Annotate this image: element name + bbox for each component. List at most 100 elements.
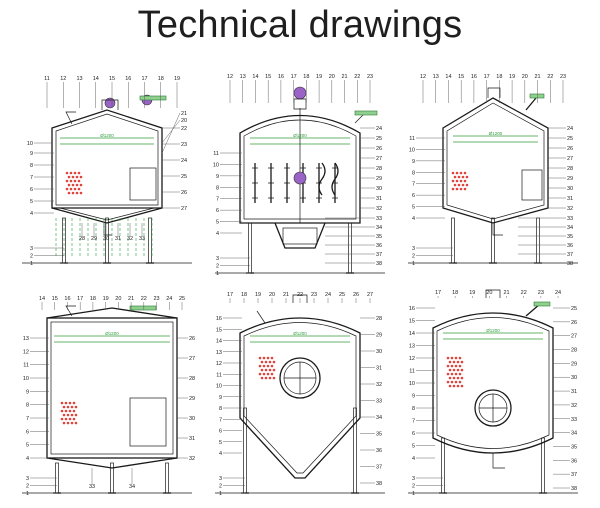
callout-number: 24 [325, 292, 331, 298]
callout-number: 18 [496, 74, 502, 80]
callout-number: 30 [567, 186, 573, 192]
inlet-pipe-fitting [533, 301, 551, 307]
callout-number: 24 [567, 126, 573, 132]
callout-number: 2 [412, 254, 415, 260]
inlet-pipe [525, 97, 537, 111]
callout-number: 36 [571, 458, 577, 464]
callout-number: 11 [213, 151, 219, 157]
callout-number: 15 [109, 76, 115, 82]
inner-wall [243, 119, 357, 220]
callout-number: 5 [216, 220, 219, 226]
callout-number: 37 [567, 252, 573, 258]
callout-number: 15 [52, 296, 58, 302]
callout-number: 20 [486, 290, 492, 296]
callout-number: 5 [219, 440, 222, 446]
callout-number: 17 [435, 290, 441, 296]
callout-number: 26 [353, 292, 359, 298]
callout-number: 3 [26, 476, 29, 482]
manway [279, 357, 321, 399]
callout-number: 9 [26, 389, 29, 395]
callout-number: 36 [567, 243, 573, 249]
callout-number: 29 [376, 176, 382, 182]
bottom-funnel [274, 222, 326, 249]
callout-number: 37 [376, 465, 382, 471]
callout-number: 3 [412, 476, 415, 482]
callout-number: 17 [484, 74, 490, 80]
callout-number: 11 [409, 369, 415, 375]
support-leg [165, 462, 169, 494]
tank-shell [239, 317, 361, 479]
callout-number: 7 [412, 182, 415, 188]
callout-number: 35 [376, 234, 382, 240]
tank-shell [442, 97, 549, 224]
callout-number: 10 [409, 381, 415, 387]
callout-number: 2 [30, 254, 33, 260]
callout-number: 25 [179, 296, 185, 302]
callout-number: 20 [181, 118, 187, 124]
callout-number: 21 [341, 74, 347, 80]
callout-number: 24 [181, 158, 187, 164]
heating-jacket-zone [258, 356, 277, 380]
callout-number: 19 [103, 296, 109, 302]
callout-number: 17 [141, 76, 147, 82]
callout-number: 23 [181, 142, 187, 148]
callout-number: 9 [412, 394, 415, 400]
gearbox [293, 98, 307, 110]
callout-number: 28 [567, 166, 573, 172]
callout-number: 28 [189, 376, 195, 382]
callout-number: 31 [567, 196, 573, 202]
inlet-pipe [129, 305, 157, 311]
callout-number: 33 [89, 484, 95, 490]
callout-number: 8 [216, 185, 219, 191]
callout-number: 17 [291, 74, 297, 80]
support-leg [541, 437, 545, 494]
callout-number: 12 [216, 361, 222, 367]
callout-number: 22 [547, 74, 553, 80]
callout-number: 26 [571, 320, 577, 326]
callout-number: 31 [115, 236, 121, 242]
callout-number: 27 [367, 292, 373, 298]
callout-number: 4 [216, 231, 219, 237]
coil [331, 162, 339, 196]
callout-number: 1 [26, 491, 29, 497]
callout-number: 18 [452, 290, 458, 296]
callout-number: 3 [30, 246, 33, 252]
dimension-text: Ø1200 [489, 131, 503, 136]
support-leg [536, 217, 540, 264]
callout-number: 5 [30, 199, 33, 205]
dimension-text: Ø1200 [486, 328, 500, 333]
callout-number: 28 [79, 236, 85, 242]
callout-number: 30 [103, 236, 109, 242]
callout-number: 7 [219, 417, 222, 423]
callout-number: 10 [409, 147, 415, 153]
callout-number: 38 [571, 486, 577, 492]
callout-number: 38 [567, 261, 573, 267]
callout-number: 35 [376, 432, 382, 438]
callout-number: 29 [189, 396, 195, 402]
callout-number: 36 [376, 243, 382, 249]
support-leg [348, 222, 352, 274]
callout-number: 37 [376, 252, 382, 258]
tank-shell [46, 317, 178, 459]
callout-number: 28 [571, 348, 577, 354]
callout-number: 38 [376, 261, 382, 267]
callout-number: 29 [376, 333, 382, 339]
callout-number: 30 [571, 375, 577, 381]
callout-number: 2 [219, 484, 222, 490]
callout-number: 21 [283, 292, 289, 298]
callout-number: 26 [189, 336, 195, 342]
callout-number: 25 [571, 306, 577, 312]
callout-number: 25 [567, 136, 573, 142]
callout-number: 3 [219, 476, 222, 482]
callout-number: 32 [571, 403, 577, 409]
callout-number: 34 [376, 415, 382, 421]
callout-number: 13 [23, 336, 29, 342]
callout-number: 5 [412, 205, 415, 211]
level-gauge [129, 167, 157, 201]
callout-number: 27 [571, 334, 577, 340]
callout-number: 28 [376, 316, 382, 322]
